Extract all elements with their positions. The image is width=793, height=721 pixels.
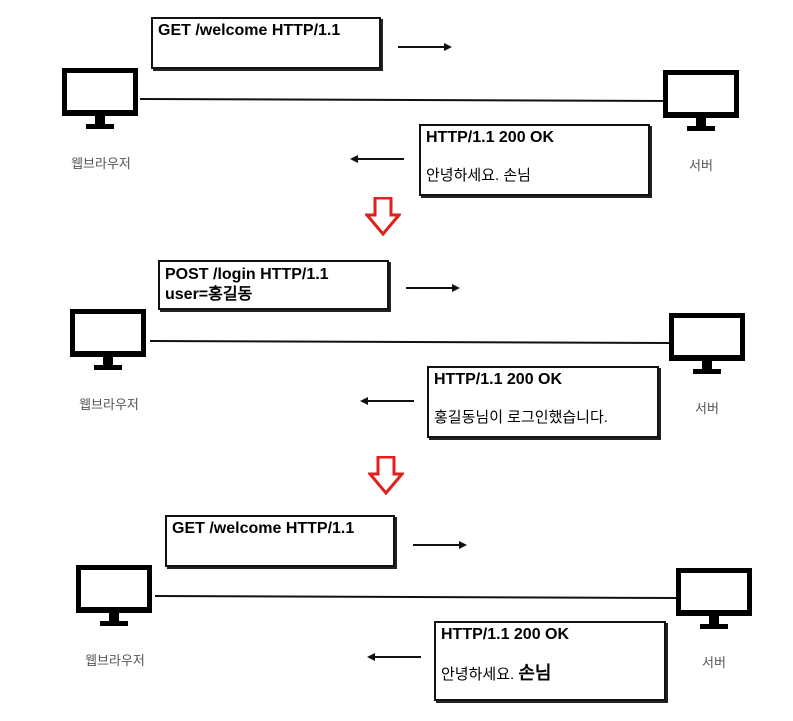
monitor-icon	[76, 565, 152, 626]
response-arrow-head	[360, 397, 368, 405]
client-label: 웹브라우저	[71, 157, 131, 172]
down-arrow-icon	[368, 456, 404, 496]
response-arrow-head	[367, 653, 375, 661]
monitor-icon	[62, 68, 138, 129]
monitor-icon	[676, 568, 752, 629]
request-arrow-head	[459, 541, 467, 549]
response-body: 안녕하세요. 손님	[441, 663, 659, 685]
response-body: 홍길동님이 로그인했습니다.	[434, 409, 608, 426]
request-arrow-head	[444, 43, 452, 51]
response-status: HTTP/1.1 200 OK	[426, 129, 555, 146]
server-label: 서버	[695, 402, 719, 417]
request-box: GET /welcome HTTP/1.1	[165, 515, 395, 567]
response-body: 안녕하세요. 손님	[426, 167, 531, 184]
client-label: 웹브라우저	[85, 654, 145, 669]
server-label: 서버	[702, 656, 726, 671]
client-label: 웹브라우저	[79, 398, 139, 413]
request-line: GET /welcome HTTP/1.1	[158, 22, 341, 39]
response-body-emphasis: 손님	[518, 663, 552, 683]
request-body-line: user=홍길동	[165, 286, 253, 303]
server-label: 서버	[689, 159, 713, 174]
down-arrow-icon	[365, 197, 401, 237]
response-status: HTTP/1.1 200 OK	[434, 371, 563, 388]
monitor-icon	[663, 70, 739, 131]
request-line: POST /login HTTP/1.1	[165, 266, 329, 283]
response-box: HTTP/1.1 200 OK 안녕하세요. 손님	[419, 124, 650, 196]
exchange-panel-1: GET /welcome HTTP/1.1 웹브라우저 서버 HTTP/1.1 …	[0, 0, 793, 210]
response-status: HTTP/1.1 200 OK	[441, 626, 570, 643]
request-arrow-head	[452, 284, 460, 292]
response-body-prefix: 안녕하세요.	[441, 666, 519, 683]
connection-line	[139, 43, 667, 163]
response-box: HTTP/1.1 200 OK 홍길동님이 로그인했습니다.	[427, 366, 659, 438]
request-box: POST /login HTTP/1.1 user=홍길동	[158, 260, 389, 310]
monitor-icon	[70, 309, 146, 370]
response-box: HTTP/1.1 200 OK 안녕하세요. 손님	[434, 621, 666, 701]
request-line: GET /welcome HTTP/1.1	[172, 520, 355, 537]
monitor-icon	[669, 313, 745, 374]
request-box: GET /welcome HTTP/1.1	[151, 17, 381, 69]
response-arrow-head	[350, 155, 358, 163]
